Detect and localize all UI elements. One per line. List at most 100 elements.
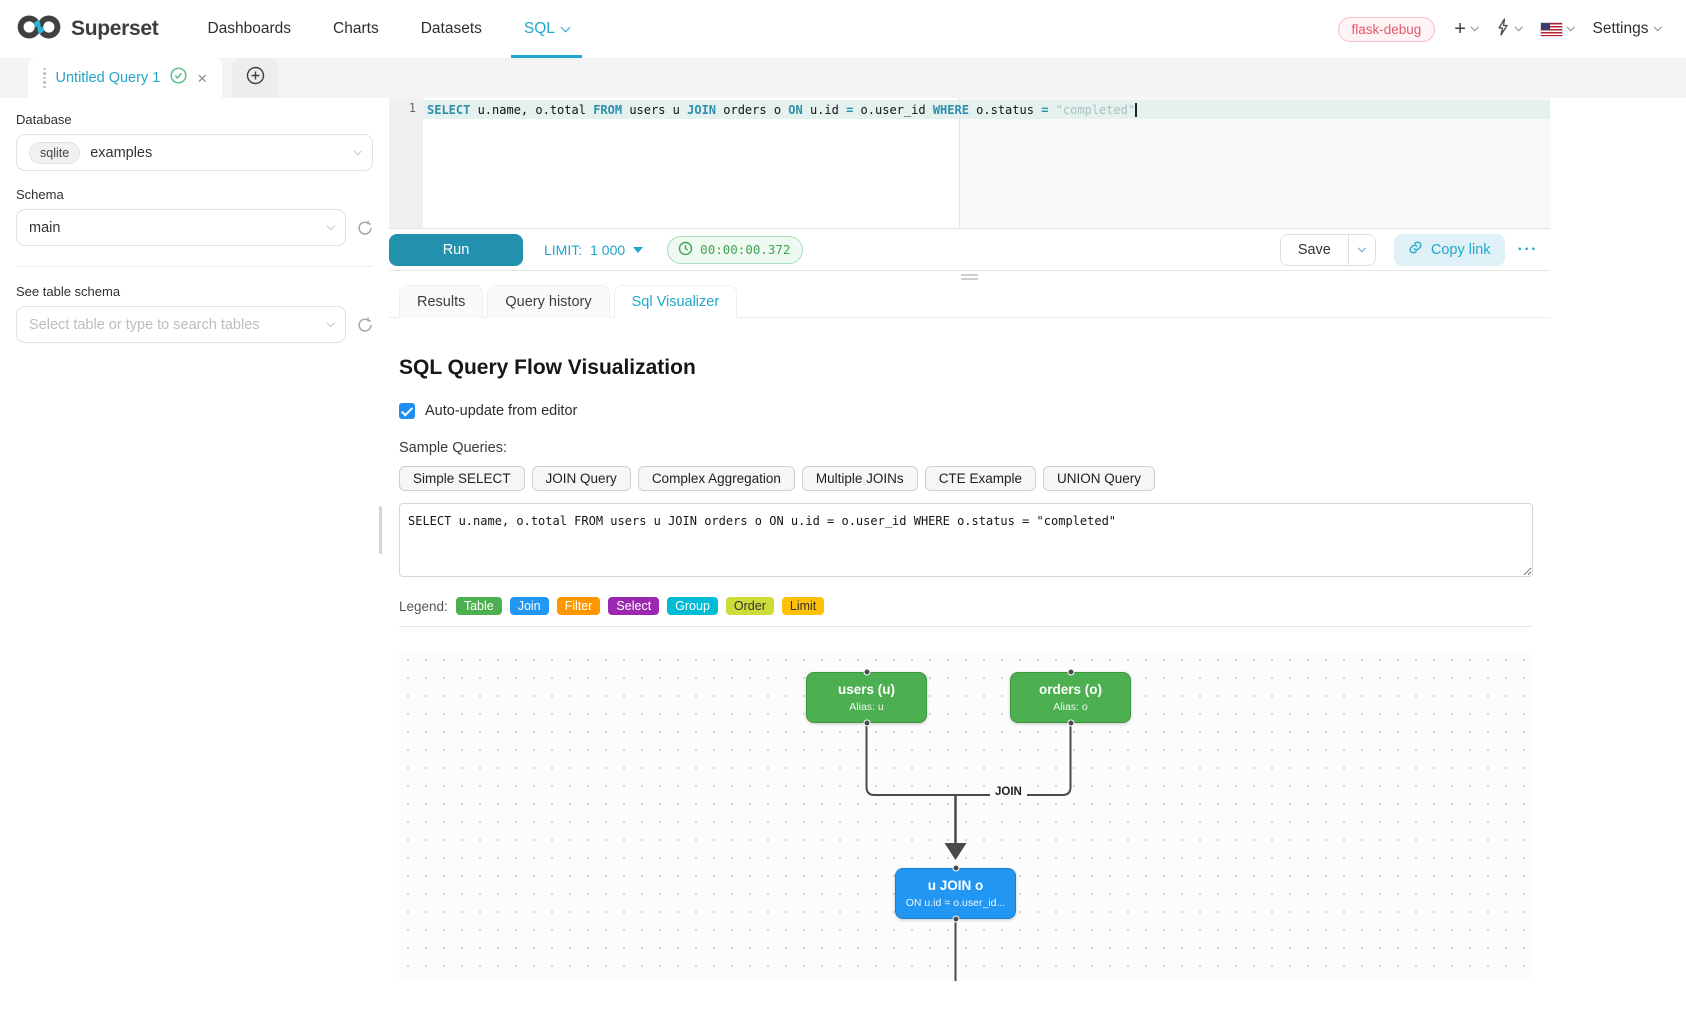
panel-drag-handle[interactable] [961, 274, 978, 280]
new-item-menu[interactable]: + [1454, 18, 1479, 40]
arrowhead-icon [944, 843, 967, 860]
query-saved-check-icon [170, 67, 187, 89]
table-select[interactable] [16, 306, 346, 343]
link-icon [1408, 240, 1423, 259]
node-handle[interactable] [952, 864, 959, 872]
timer-value: 00:00:00.372 [700, 242, 791, 257]
chevron-down-icon [1515, 23, 1524, 31]
us-flag-icon [1540, 22, 1562, 36]
node-handle[interactable] [1067, 719, 1074, 727]
table-search-input[interactable] [29, 316, 318, 333]
limit-label: LIMIT: [544, 241, 583, 258]
database-value: examples [90, 144, 153, 161]
node-subtitle: Alias: o [1053, 701, 1088, 713]
sample-query-union[interactable]: UNION Query [1042, 466, 1155, 491]
limit-value: 1 000 [590, 241, 626, 258]
schema-label: Schema [16, 187, 64, 202]
lightning-icon [1496, 17, 1510, 41]
node-subtitle: ON u.id = o.user_id... [905, 897, 1006, 909]
node-handle[interactable] [863, 668, 870, 676]
schema-value: main [29, 219, 61, 236]
nav-item-charts[interactable]: Charts [333, 20, 379, 37]
editor-code-area[interactable]: SELECT u.name, o.total FROM users u JOIN… [423, 98, 1550, 228]
legend-chip-order: Order [725, 597, 774, 615]
legend-chip-filter: Filter [556, 597, 601, 615]
flow-node-orders[interactable]: orders (o) Alias: o [1010, 672, 1131, 723]
database-engine-badge: sqlite [29, 141, 81, 164]
table-schema-label: See table schema [16, 284, 121, 299]
node-handle[interactable] [1067, 668, 1074, 676]
chevron-down-icon [560, 22, 571, 32]
node-handle[interactable] [863, 719, 870, 727]
nav-item-sql[interactable]: SQL [503, 0, 590, 58]
editor-active-line: SELECT u.name, o.total FROM users u JOIN… [423, 100, 1550, 119]
add-query-tab-button[interactable] [232, 58, 279, 98]
nav-item-dashboards[interactable]: Dashboards [207, 20, 292, 37]
copy-link-button[interactable]: Copy link [1393, 233, 1505, 266]
flow-canvas[interactable]: JOIN users (u) Alias: u orders (o) Alias… [399, 651, 1533, 981]
sample-queries-label: Sample Queries: [399, 440, 507, 456]
settings-menu[interactable]: Settings [1592, 20, 1662, 38]
sample-query-simple-select[interactable]: Simple SELECT [399, 466, 525, 491]
caret-down-icon [633, 246, 644, 253]
sqllab-main: 1 SELECT u.name, o.total FROM users u JO… [389, 98, 1550, 981]
auto-update-checkbox[interactable] [399, 403, 415, 419]
database-select[interactable]: sqlite examples [16, 134, 373, 171]
more-actions-button[interactable]: ··· [1517, 240, 1538, 258]
refresh-schemas-button[interactable] [357, 220, 373, 236]
tab-results[interactable]: Results [399, 285, 484, 318]
sql-editor[interactable]: 1 SELECT u.name, o.total FROM users u JO… [389, 98, 1550, 229]
chevron-down-icon [1566, 23, 1575, 31]
plus-icon: + [1454, 18, 1466, 40]
flow-edges [865, 723, 1072, 981]
chevron-down-icon [1653, 23, 1662, 31]
sql-text-input[interactable]: SELECT u.name, o.total FROM users u JOIN… [399, 503, 1533, 577]
panel-divider [389, 270, 1550, 271]
sample-query-join[interactable]: JOIN Query [531, 466, 631, 491]
node-title: users (u) [837, 682, 895, 697]
tab-query-history[interactable]: Query history [487, 285, 610, 318]
query-timer: 00:00:00.372 [667, 235, 804, 264]
print-margin-area [959, 98, 1550, 228]
node-subtitle: Alias: u [849, 701, 884, 713]
legend-chip-limit: Limit [781, 597, 825, 615]
chevron-down-icon [353, 146, 362, 155]
sidebar-divider [16, 266, 373, 267]
sql-visualizer-panel: SQL Query Flow Visualization Auto-update… [389, 318, 1550, 981]
flow-node-users[interactable]: users (u) Alias: u [806, 672, 927, 723]
save-options-button[interactable] [1347, 234, 1375, 265]
legend-chip-table: Table [455, 597, 502, 615]
node-title: u JOIN o [927, 878, 984, 893]
sample-query-cte[interactable]: CTE Example [924, 466, 1036, 491]
legend-chip-select: Select [608, 597, 660, 615]
query-tabstrip: Untitled Query 1 × [0, 58, 1686, 98]
chevron-down-icon [326, 221, 335, 230]
query-tab-untitled-1[interactable]: Untitled Query 1 × [28, 58, 223, 98]
close-tab-icon[interactable]: × [197, 68, 208, 88]
save-button[interactable]: Save [1297, 241, 1331, 258]
refresh-tables-button[interactable] [357, 317, 373, 333]
run-button[interactable]: Run [389, 233, 523, 266]
sample-query-multiple-joins[interactable]: Multiple JOINs [801, 466, 918, 491]
sample-query-complex-aggregation[interactable]: Complex Aggregation [637, 466, 795, 491]
plus-circle-icon [246, 66, 265, 90]
schema-select[interactable]: main [16, 209, 346, 246]
result-tabs: Results Query history Sql Visualizer [389, 285, 1550, 318]
line-number: 1 [408, 101, 416, 115]
limit-dropdown[interactable]: LIMIT: 1 000 [544, 241, 644, 258]
node-handle[interactable] [952, 915, 959, 923]
query-search-menu[interactable] [1496, 17, 1524, 41]
drag-dots-icon[interactable] [43, 67, 46, 89]
sidebar-resize-handle[interactable] [379, 506, 382, 554]
language-picker[interactable] [1540, 22, 1575, 36]
sqllab-workspace: Database sqlite examples Schema main See… [0, 98, 1550, 981]
superset-brand[interactable]: Superset [16, 12, 159, 47]
main-menu: Dashboards Charts Datasets SQL [186, 0, 589, 58]
node-title: orders (o) [1038, 682, 1102, 697]
auto-update-label: Auto-update from editor [425, 403, 578, 419]
environment-badge: flask-debug [1337, 16, 1436, 42]
chevron-down-icon [1357, 243, 1366, 252]
flow-node-join[interactable]: u JOIN o ON u.id = o.user_id... [895, 868, 1016, 919]
tab-sql-visualizer[interactable]: Sql Visualizer [613, 285, 738, 318]
nav-item-datasets[interactable]: Datasets [420, 20, 482, 37]
